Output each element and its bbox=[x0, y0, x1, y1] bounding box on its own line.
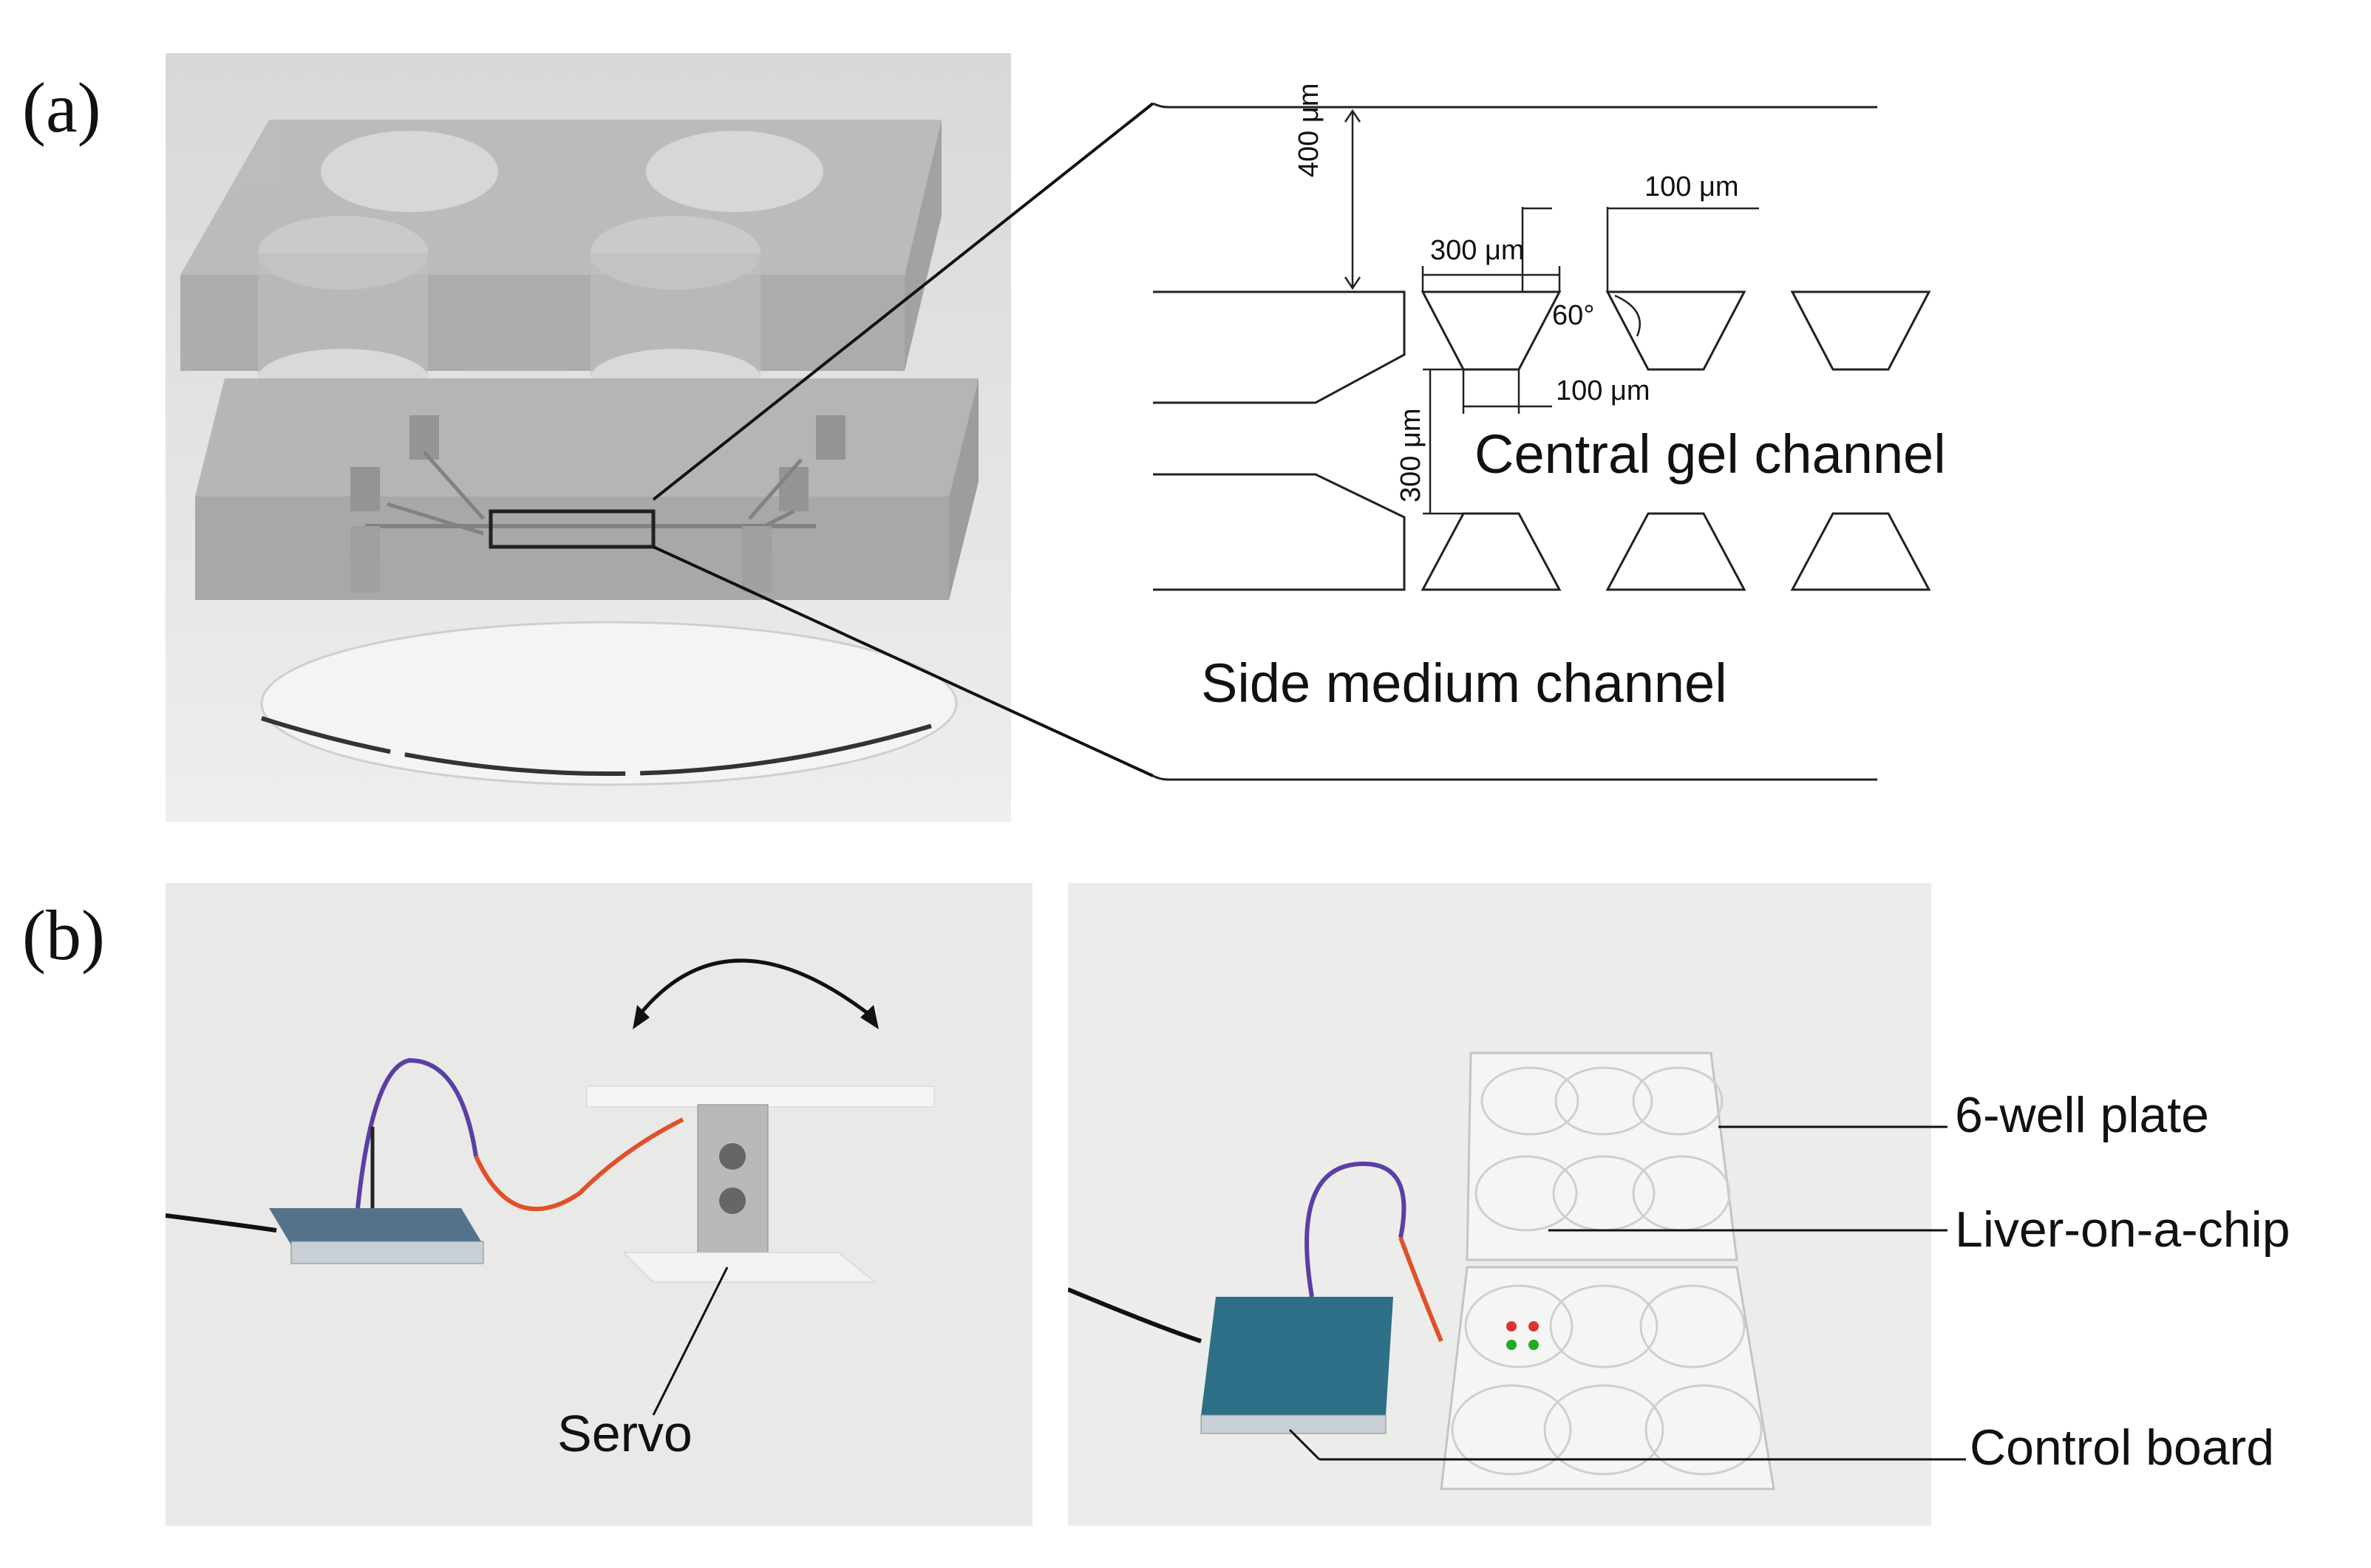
dim-300-side-label: 300 μm bbox=[1395, 408, 1426, 502]
top-layer bbox=[180, 120, 942, 408]
plate-label: 6-well plate bbox=[1955, 1087, 2209, 1143]
servo-body bbox=[697, 1104, 769, 1261]
servo-base bbox=[622, 1252, 877, 1283]
control-board-left bbox=[269, 1208, 483, 1245]
dim-100-bottom-label: 100 μm bbox=[1556, 375, 1650, 406]
central-gel-channel-label: Central gel channel bbox=[1474, 423, 1946, 485]
servo-rig-drawing bbox=[166, 883, 1033, 1526]
rocking-plate bbox=[586, 1085, 935, 1108]
panel-label-a: (a) bbox=[22, 68, 101, 147]
panel-label-b: (b) bbox=[22, 896, 105, 975]
chip-assembly-drawing bbox=[166, 53, 1011, 822]
side-medium-channel-label: Side medium channel bbox=[1201, 652, 1727, 714]
channel-layer bbox=[195, 378, 979, 600]
chip-plate bbox=[1440, 1266, 1775, 1490]
servo-label: Servo bbox=[557, 1405, 693, 1462]
board-label: Control board bbox=[1970, 1419, 2275, 1476]
dim-400-label: 400 μm bbox=[1293, 83, 1324, 177]
plate-setup-drawing bbox=[1068, 883, 1931, 1526]
plate-setup-photo bbox=[1068, 883, 1931, 1526]
glass-slide bbox=[260, 621, 958, 786]
control-board-right bbox=[1201, 1297, 1393, 1415]
rotation-arrow bbox=[637, 958, 873, 1018]
top-boundary bbox=[1152, 102, 1877, 109]
chip-assembly-render bbox=[166, 53, 1011, 822]
bottom-boundary bbox=[1152, 774, 1877, 781]
servo-rig-photo: Servo bbox=[166, 883, 1033, 1526]
angle-label: 60° bbox=[1552, 300, 1595, 331]
dim-100-top-label: 100 μm bbox=[1644, 171, 1739, 202]
chip-label: Liver-on-a-chip bbox=[1955, 1201, 2290, 1258]
dim-300-top-label: 300 μm bbox=[1430, 235, 1525, 266]
